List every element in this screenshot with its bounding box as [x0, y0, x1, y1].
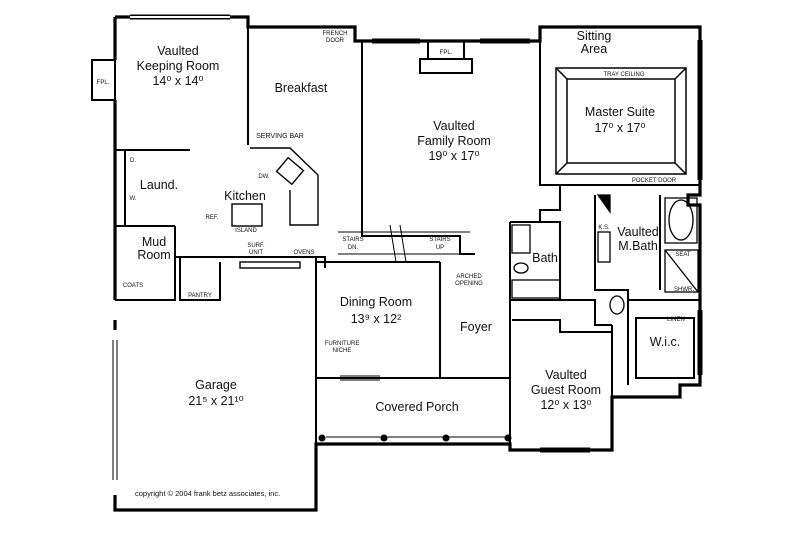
seat-label: SEAT	[675, 252, 691, 258]
master-suite-dim: 17⁰ x 17⁰	[594, 121, 645, 135]
stairs	[338, 224, 470, 263]
bath-fixtures	[511, 194, 699, 315]
linen-label: LINEN	[667, 317, 685, 323]
fpl-left-label: FPL.	[97, 80, 110, 86]
surf-unit-label: SURF.	[247, 243, 265, 249]
mud-room-label: Mud	[142, 235, 166, 249]
guest-room-label: Vaulted	[545, 368, 587, 382]
stairs-dn-label: STAIRS	[342, 237, 363, 243]
arched-opening-label: ARCHED	[456, 274, 482, 280]
family-room-label: Vaulted	[433, 119, 475, 133]
stairs-up-label-2: UP	[436, 245, 444, 251]
stairs-up-label: STAIRS	[429, 237, 450, 243]
stairs-dn-label-2: DN.	[348, 245, 359, 251]
laundry-label: Laund.	[140, 178, 178, 192]
bath-label: Bath	[532, 251, 558, 265]
french-door-label: FRENCH	[323, 31, 348, 37]
furniture-niche-label: FURNITURE	[325, 341, 360, 347]
washer-label: W.	[130, 196, 137, 202]
breakfast-label: Breakfast	[275, 81, 328, 95]
kitchen-label: Kitchen	[224, 189, 266, 203]
pantry-label: PANTRY	[188, 293, 212, 299]
family-room-dim: 19⁰ x 17⁰	[428, 149, 479, 163]
surf-unit-label-2: UNIT	[249, 250, 263, 256]
guest-room-dim: 12⁰ x 13⁰	[540, 398, 591, 412]
garage-label: Garage	[195, 378, 237, 392]
ks-label: K.S.	[598, 225, 610, 231]
dryer-label: D.	[130, 158, 136, 164]
copyright-text: copyright © 2004 frank betz associates, …	[135, 489, 280, 498]
sitting-area-label-2: Area	[581, 42, 607, 56]
tray-ceiling	[555, 67, 687, 175]
fpl-top-label: FPL.	[440, 50, 453, 56]
fireplace-top	[419, 40, 473, 74]
tray-ceiling-label: TRAY CEILING	[603, 72, 644, 78]
master-bath-label-2: M.Bath	[618, 239, 658, 253]
guest-room-label-2: Guest Room	[531, 383, 601, 397]
covered-porch-label: Covered Porch	[375, 400, 458, 414]
garage-dim: 21⁵ x 21¹⁰	[188, 394, 243, 408]
dining-room-dim: 13⁹ x 12²	[351, 312, 402, 326]
exterior-walls	[113, 15, 702, 512]
dw-label: DW.	[258, 174, 270, 180]
keeping-room-label: Vaulted	[157, 44, 199, 58]
coats-label: COATS	[123, 283, 143, 289]
arched-opening-label-2: OPENING	[455, 281, 483, 287]
shower-label: SHWR.	[674, 287, 694, 293]
sitting-area-label: Sitting	[577, 29, 612, 43]
ovens-label: OVENS	[293, 250, 314, 256]
island-label: ISLAND	[235, 228, 257, 234]
wic-label: W.i.c.	[650, 335, 681, 349]
dining-room-label: Dining Room	[340, 295, 412, 309]
french-door-label-2: DOOR	[326, 38, 345, 44]
pocket-door-label: POCKET DOOR	[632, 178, 677, 184]
mud-room-label-2: Room	[137, 248, 170, 262]
kitchen-counters	[231, 147, 319, 269]
family-room-label-2: Family Room	[417, 134, 491, 148]
furniture-niche-label-2: NICHE	[333, 348, 352, 354]
master-suite-label: Master Suite	[585, 105, 655, 119]
keeping-room-dim: 14⁰ x 14⁰	[152, 74, 203, 88]
porch-columns	[318, 434, 512, 442]
serving-bar-label: SERVING BAR	[256, 133, 304, 140]
fireplace-left	[91, 59, 116, 101]
windows	[112, 14, 703, 480]
master-bath-label: Vaulted	[617, 225, 659, 239]
keeping-room-label-2: Keeping Room	[137, 59, 220, 73]
foyer-label: Foyer	[460, 320, 492, 334]
ref-label: REF.	[205, 215, 218, 221]
